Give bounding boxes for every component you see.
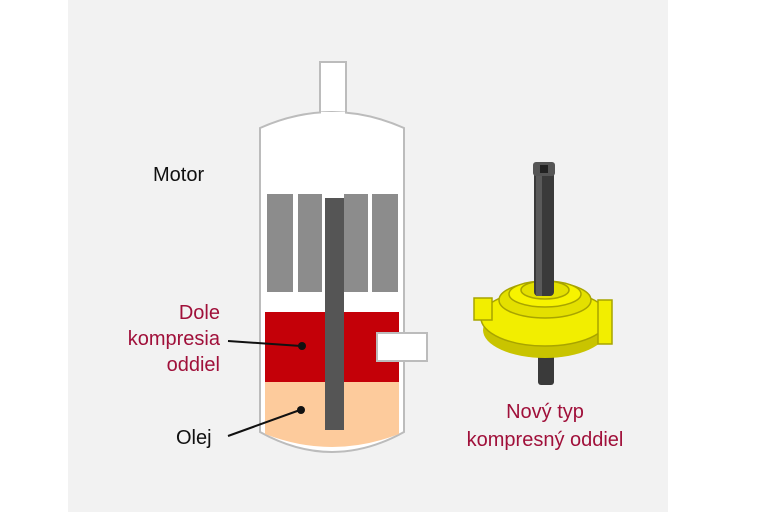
new-type-label-line-2: kompresný oddiel bbox=[466, 429, 624, 451]
oil-leader-dot bbox=[297, 406, 305, 414]
chamber-leader-dot bbox=[298, 342, 306, 350]
oil-label: Olej bbox=[176, 427, 212, 449]
motor-label: Motor bbox=[153, 164, 205, 186]
new-type-label-line-1: Nový typ bbox=[506, 401, 584, 423]
motor-block-right bbox=[372, 194, 398, 292]
oil-leader-line bbox=[227, 409, 301, 437]
compression-chamber-label-line-1: Dole bbox=[178, 302, 220, 324]
shaft bbox=[325, 198, 344, 430]
scroll-part-illustration bbox=[473, 162, 613, 385]
pipe-joint bbox=[321, 112, 345, 130]
motor-block-left bbox=[267, 194, 293, 292]
chamber-leader-line bbox=[227, 340, 302, 347]
motor-block-center-right bbox=[344, 194, 368, 292]
new-type-label: Nový typ kompresný oddiel bbox=[430, 398, 660, 454]
compression-chamber-label: Dole kompresia oddiel bbox=[100, 300, 220, 378]
suction-pipe bbox=[376, 332, 428, 362]
compression-chamber-label-line-3: oddiel bbox=[166, 354, 220, 376]
compression-chamber-label-line-2: kompresia bbox=[127, 328, 220, 350]
motor-block-center-left bbox=[298, 194, 322, 292]
